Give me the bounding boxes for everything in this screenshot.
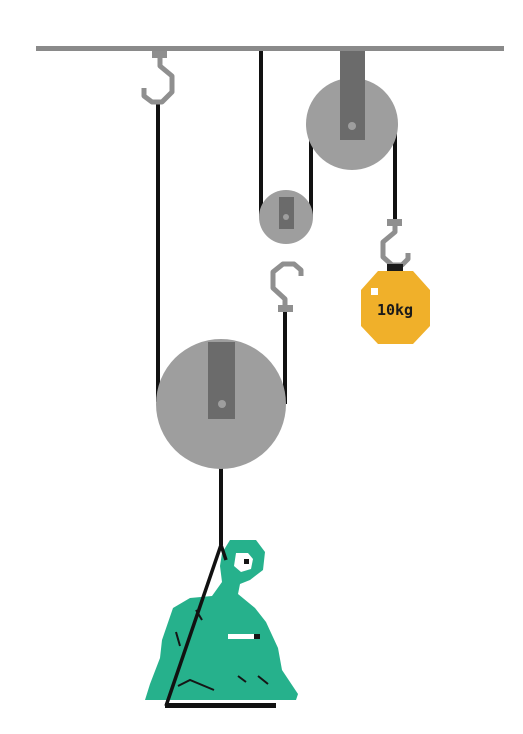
hook-icon bbox=[380, 219, 411, 268]
weight-icon: 10kg bbox=[361, 264, 430, 344]
pulley-icon bbox=[306, 51, 398, 170]
creature-icon bbox=[145, 540, 298, 700]
weight-body bbox=[361, 271, 430, 344]
pulley-icon bbox=[259, 190, 313, 244]
creature-sling bbox=[164, 544, 228, 707]
ground-bar bbox=[165, 703, 276, 708]
hook-icon bbox=[141, 51, 175, 105]
ceiling-beam bbox=[36, 46, 504, 51]
pulley-icon bbox=[156, 339, 286, 469]
hook-icon bbox=[270, 261, 304, 312]
creature-eye bbox=[234, 553, 253, 572]
weight-label: 10kg bbox=[377, 301, 413, 319]
creature-body bbox=[145, 540, 298, 700]
